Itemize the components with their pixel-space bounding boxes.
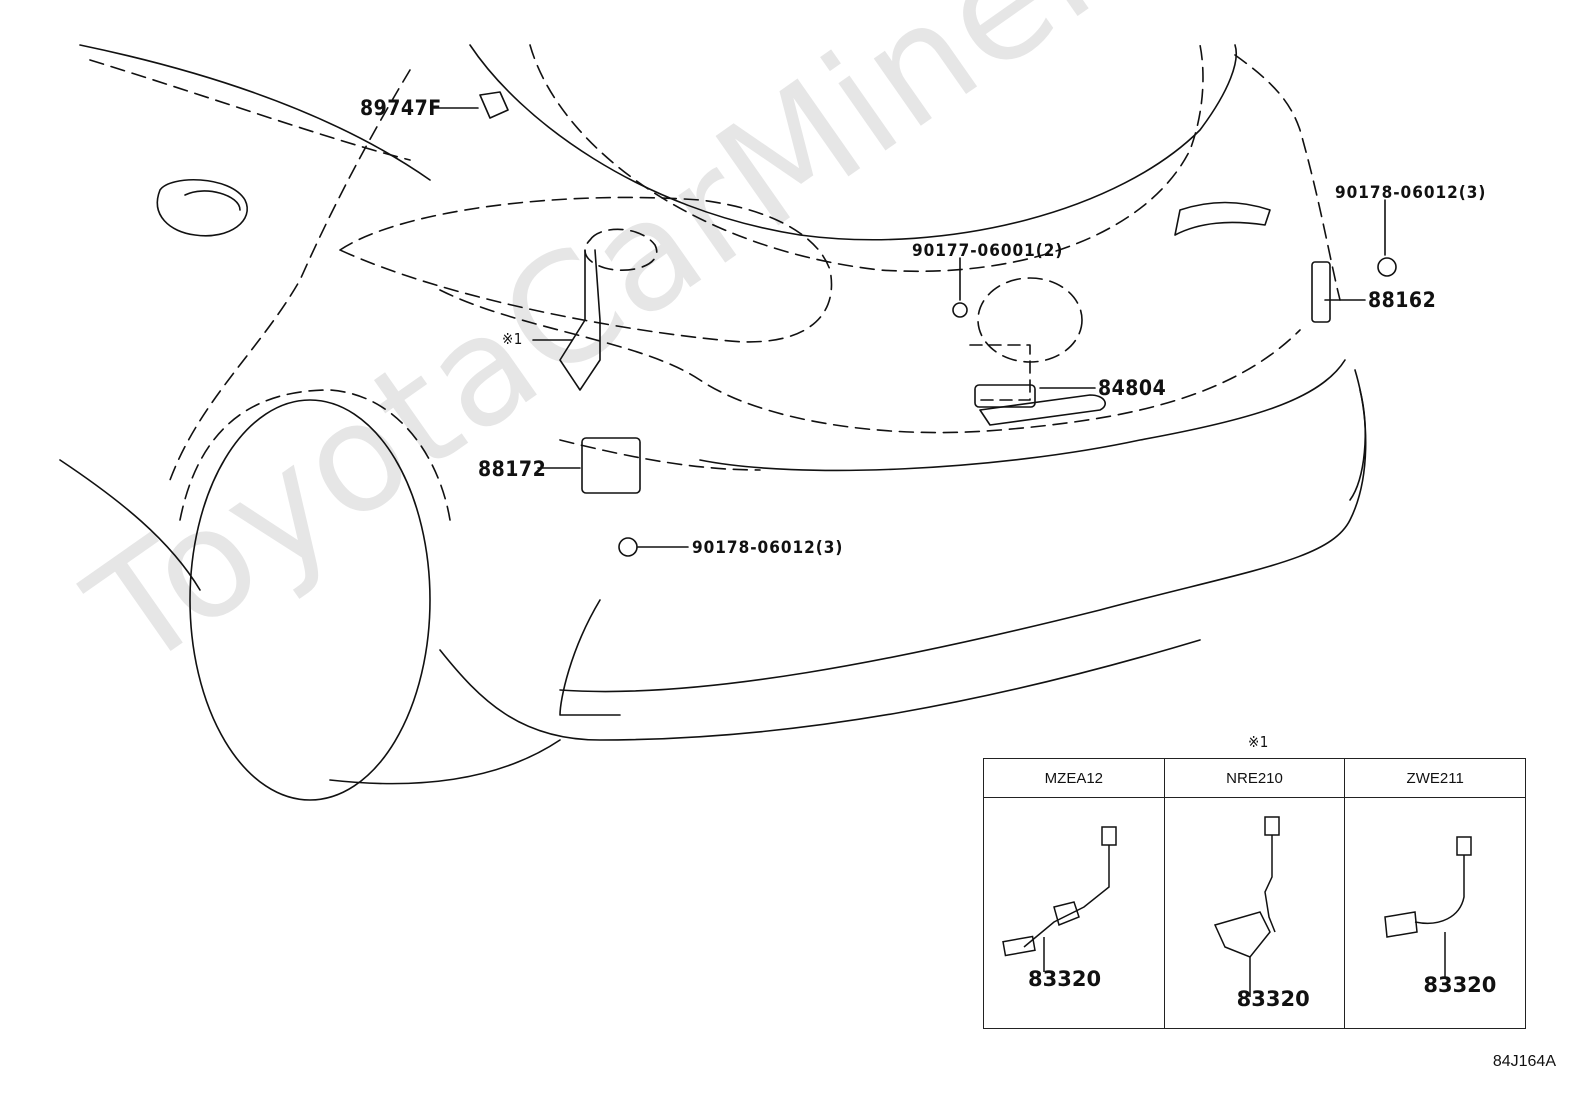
label-note1: ※1 xyxy=(502,330,523,348)
inset-part-label: 83320 xyxy=(1236,987,1310,1011)
spoiler-dashed xyxy=(529,44,1204,273)
taillamp-left-inner xyxy=(584,228,658,272)
sensor-88162-icon xyxy=(1311,261,1331,323)
rear-wheel xyxy=(189,399,431,801)
label-88162: 88162 xyxy=(1368,288,1437,312)
arch-line xyxy=(329,739,561,785)
sensor-83320-zwe211-icon xyxy=(1384,836,1473,977)
inset-model-label: MZEA12 xyxy=(984,759,1164,798)
quarter-dashed xyxy=(169,69,411,481)
sensor-83320-mzea12-icon xyxy=(1002,826,1117,972)
bumper-bottom xyxy=(439,639,1201,741)
diagram-code: 84J164A xyxy=(1492,1053,1556,1070)
bumper-lower xyxy=(559,369,1367,693)
inset-note: ※1 xyxy=(1248,733,1269,751)
clip-90178-right-icon xyxy=(1377,257,1397,277)
license-recess xyxy=(979,394,1106,426)
inset-column-nre210: NRE210 83320 xyxy=(1164,759,1346,1028)
fuel-door xyxy=(156,178,248,237)
roof-dashed xyxy=(89,59,411,161)
model-variant-inset: MZEA12 83320 NRE210 83320 ZWE211 xyxy=(983,758,1526,1029)
rear-window-top xyxy=(469,44,1237,241)
clip-90178-left-icon xyxy=(618,537,638,557)
label-90178-06012-left: 90178-06012(3) xyxy=(692,538,844,558)
emblem xyxy=(977,277,1083,363)
hatch-dashed xyxy=(1234,54,1341,301)
clip-89747F-icon xyxy=(479,91,509,119)
wheel-arch-dashed xyxy=(179,389,451,521)
inset-part-label: 83320 xyxy=(1423,973,1497,997)
inset-model-label: NRE210 xyxy=(1164,759,1345,798)
sensor-83320-icon xyxy=(559,249,601,391)
reflector-right xyxy=(1349,389,1366,501)
label-90178-06012-right: 90178-06012(3) xyxy=(1335,183,1487,203)
label-90177-06001: 90177-06001(2) xyxy=(912,241,1064,261)
bumper-mid xyxy=(699,359,1346,472)
sensor-83320-nre210-icon xyxy=(1213,816,1280,997)
inset-column-zwe211: ZWE211 83320 xyxy=(1345,759,1526,1028)
clip-90177-icon xyxy=(952,302,968,318)
bumper-top xyxy=(439,289,1301,434)
body-side xyxy=(59,459,201,591)
license-dashed xyxy=(969,344,1031,401)
switch-84804-icon xyxy=(974,384,1036,408)
hatch-lamp xyxy=(1174,201,1271,236)
inset-model-label: ZWE211 xyxy=(1345,759,1526,798)
taillamp-left xyxy=(339,196,833,343)
bumper-line xyxy=(559,439,761,471)
inset-part-label: 83320 xyxy=(1028,967,1102,991)
inset-column-mzea12: MZEA12 83320 xyxy=(984,759,1165,1028)
reflector-left xyxy=(559,599,621,716)
label-89747F: 89747F xyxy=(360,96,442,120)
label-84804: 84804 xyxy=(1098,376,1167,400)
fuel-door-inner xyxy=(184,190,241,211)
ecu-88172-icon xyxy=(581,437,641,494)
label-88172: 88172 xyxy=(478,457,547,481)
